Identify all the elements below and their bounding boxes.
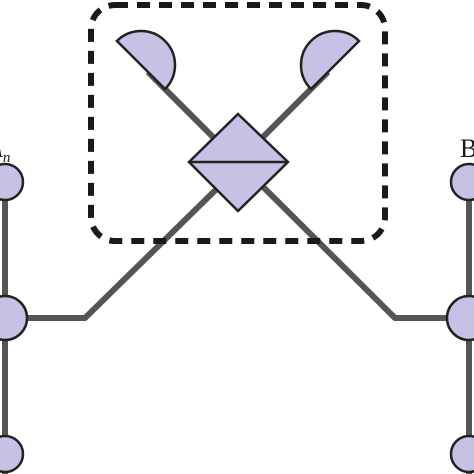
right-node-top [449,162,474,202]
detector-right-icon [299,29,361,91]
left-node-label-sub: n [3,150,11,166]
detector-left-icon [115,29,177,91]
left-input-path [5,165,241,321]
right-node-middle [445,294,474,342]
measurement-box [88,2,388,244]
left-node-middle [0,294,29,342]
left-node-label-main: A [0,134,3,163]
left-node-bottom [0,434,25,474]
left-node-column [0,162,29,474]
right-node-bottom [449,434,474,474]
beam-splitter-icon [187,112,290,213]
right-output-path [235,159,469,321]
left-node-label: An [0,134,10,166]
right-node-label: B [460,134,474,163]
right-node-column [445,162,474,474]
left-node-top [0,162,25,202]
